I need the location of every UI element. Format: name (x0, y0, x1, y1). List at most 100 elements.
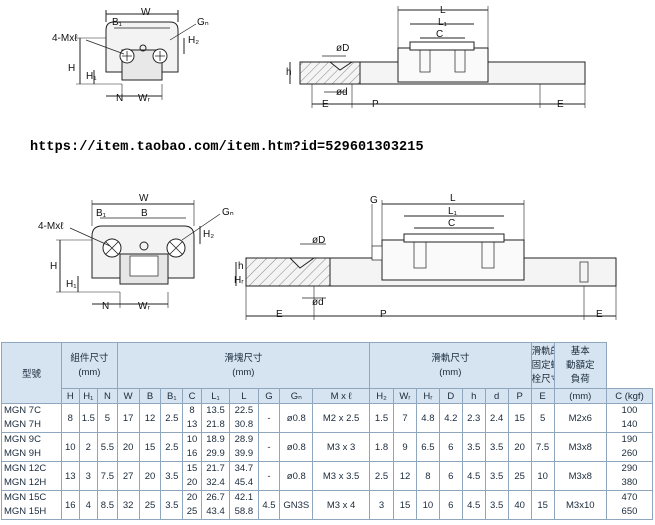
cell-value: 45.4 (234, 477, 254, 488)
header-load: 基本動額定負荷 (553, 342, 607, 389)
dim-h1-bottom: H₁ (66, 279, 77, 290)
cell-g: - (257, 432, 281, 462)
model-name: MGN 9C (4, 434, 41, 445)
header-model: 型號 (0, 342, 63, 404)
cell-b1: 3.5 (160, 461, 184, 491)
cell-value: 650 (621, 506, 638, 517)
dim-l1-bottom: L₁ (448, 206, 457, 217)
cell-value: 39.9 (234, 448, 254, 459)
cell-value: 16 (186, 448, 198, 459)
cell-wr: 15 (393, 490, 417, 520)
subheader-bolt-unit: (mm) (553, 388, 607, 404)
cell-bolt: M3x10 (553, 490, 607, 520)
dim-odsmall-bottom: ød (312, 297, 324, 308)
product-url[interactable]: https://item.taobao.com/item.htm?id=5296… (30, 140, 424, 155)
cell-value: 32.4 (206, 477, 225, 488)
model-name: MGN 7H (4, 419, 41, 430)
dim-hole-bottom: 4-Mxℓ (38, 221, 64, 232)
cell-d_small: 2.4 (484, 403, 509, 433)
top-diagram (76, 6, 586, 108)
cell-h2: 1.8 (368, 432, 395, 462)
cell-wr: 12 (393, 461, 417, 491)
cell-d_big: 6 (438, 432, 463, 462)
subheader-cell: L (229, 388, 259, 404)
dim-h2-top: H₂ (188, 35, 200, 46)
cell-hr: 8 (415, 461, 440, 491)
cell-h1: 1.5 (78, 403, 99, 433)
cell-p: 15 (507, 403, 532, 433)
subheader-cell: Gₙ (279, 388, 314, 404)
subheader-cell: B₁ (160, 388, 184, 404)
dim-od-top: øD (336, 43, 350, 54)
cell-value: 140 (621, 419, 638, 430)
cell-value: 21.7 (206, 463, 225, 474)
dim-b1-bottom: B₁ (96, 208, 107, 219)
subheader-cell: H₁ (78, 388, 99, 404)
cell-b1: 2.5 (160, 432, 184, 462)
bottom-diagram (56, 200, 617, 320)
cell-value: 100 (621, 405, 638, 416)
header-component: 組件尺寸(mm) (61, 342, 118, 389)
model-name: MGN 7C (4, 405, 41, 416)
cell-value: 22.5 (234, 405, 254, 416)
cell-value: 26.7 (206, 492, 225, 503)
cell-p: 40 (507, 490, 532, 520)
header-bolt: 滑軌的固定螺栓尺寸 (530, 342, 555, 389)
cell-h2: 3 (368, 490, 395, 520)
cell-h_small: 2.3 (461, 403, 486, 433)
cell-value: 34.7 (234, 463, 254, 474)
cell-gn: ø0.8 (279, 432, 314, 462)
dim-g-bottom: G (370, 195, 378, 206)
cell-l1: 21.7 32.4 (200, 461, 231, 491)
cell-value: 30.8 (234, 419, 254, 430)
subheader-cell: W (116, 388, 140, 404)
dim-w-top: W (141, 7, 151, 18)
cell-d_small: 3.5 (484, 461, 509, 491)
cell-value: 20 (186, 477, 198, 488)
dim-w-bottom: W (139, 193, 149, 204)
cell-value: 380 (621, 477, 638, 488)
cell-value: 10 (186, 434, 198, 445)
cell-d_big: 4.2 (438, 403, 463, 433)
cell-value: 8 (189, 405, 195, 416)
subheader-cell: h (461, 388, 486, 404)
dim-h-top: H (68, 63, 76, 74)
dim-hole-top: 4-Mxℓ (52, 33, 78, 44)
cell-h1: 2 (78, 432, 99, 462)
dim-od-bottom: øD (312, 235, 326, 246)
cell-value: 58.8 (234, 506, 254, 517)
dim-l1-top: L₁ (438, 17, 447, 28)
cell-g: - (257, 403, 281, 433)
cell-value: 20 (186, 492, 198, 503)
cell-value: 290 (621, 463, 638, 474)
cell-value: 13 (186, 419, 198, 430)
cell-value: 15 (186, 463, 198, 474)
cell-b: 12 (138, 403, 162, 433)
dim-h2-bottom: H₂ (203, 229, 215, 240)
cell-gn: ø0.8 (279, 461, 314, 491)
cell-n: 8.5 (97, 490, 118, 520)
dim-b1-top: B₁ (112, 17, 123, 28)
subheader-load-unit: C (kgf) (605, 388, 654, 404)
cell-bolt: M2x6 (553, 403, 607, 433)
cell-g: 4.5 (257, 490, 281, 520)
cell-g: - (257, 461, 281, 491)
cell-h1: 4 (78, 490, 99, 520)
cell-h_small: 4.5 (461, 490, 486, 520)
header-rail: 滑軌尺寸(mm) (369, 342, 532, 389)
dim-c-top: C (436, 29, 444, 40)
spec-table: 型號 組件尺寸(mm) 滑塊尺寸(mm) 滑軌尺寸(mm) 滑軌的固定螺栓尺寸 … (0, 342, 654, 520)
cell-b1: 3.5 (160, 490, 184, 520)
cell-mxl: M2 x 2.5 (312, 403, 370, 433)
dim-l-top: L (440, 5, 446, 16)
cell-value: 42.1 (234, 492, 254, 503)
cell-h: 10 (61, 432, 80, 462)
subheader-cell: Hᵣ (415, 388, 440, 404)
